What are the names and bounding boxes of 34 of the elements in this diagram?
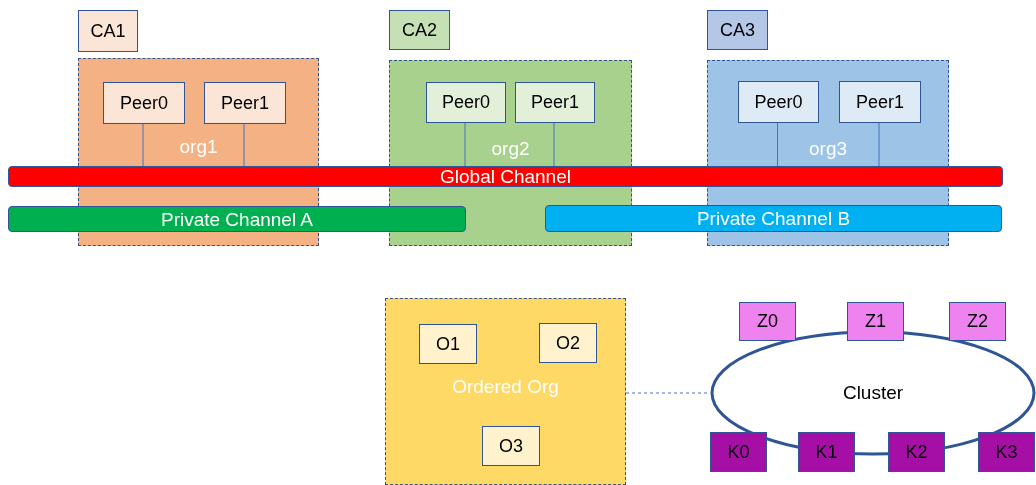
node-box: K2 (888, 432, 945, 472)
connector-line (878, 121, 880, 167)
group-label: org2 (491, 137, 530, 161)
cluster-label: Cluster (842, 380, 904, 405)
group-label: org1 (179, 135, 218, 159)
node-box: K3 (978, 432, 1035, 472)
orderer-box: O3 (482, 426, 540, 466)
orderer-box: O1 (419, 324, 477, 364)
group-label: Ordered Org (452, 375, 559, 399)
node-box: Z0 (739, 302, 796, 341)
peer-box: Peer1 (515, 82, 595, 123)
orderer-box: O2 (539, 323, 597, 363)
node-box: Z2 (949, 302, 1006, 341)
channel-bar: Global Channel (8, 166, 1003, 187)
channel-bar: Private Channel B (545, 205, 1002, 232)
connector-line (142, 122, 144, 167)
org-area (385, 298, 626, 485)
connector-line (553, 121, 555, 167)
ca-box: CA1 (78, 10, 138, 52)
connector-line (464, 121, 466, 167)
node-box: Z1 (847, 302, 904, 341)
group-label: org3 (809, 137, 847, 161)
connector-line (243, 122, 245, 167)
peer-box: Peer1 (204, 82, 286, 124)
ca-box: CA3 (707, 10, 768, 50)
node-box: K0 (710, 432, 767, 472)
channel-bar: Private Channel A (8, 206, 466, 232)
peer-box: Peer0 (103, 82, 185, 124)
connector-line (777, 121, 778, 167)
peer-box: Peer1 (839, 81, 921, 123)
peer-box: Peer0 (426, 82, 506, 123)
peer-box: Peer0 (738, 81, 819, 123)
node-box: K1 (798, 432, 855, 472)
ca-box: CA2 (389, 10, 450, 50)
